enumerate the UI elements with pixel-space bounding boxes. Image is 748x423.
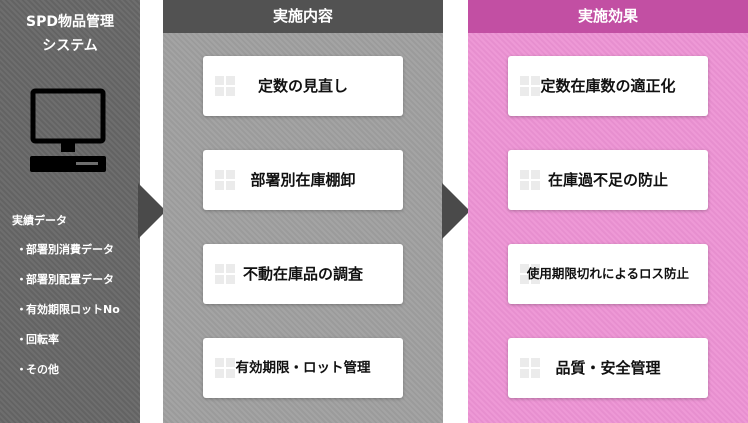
list-item: ・有効期限ロットNo bbox=[16, 303, 120, 316]
data-list: ・部署別消費データ ・部署別配置データ ・有効期限ロットNo ・回転率 ・その他 bbox=[16, 241, 120, 391]
list-item: ・部署別配置データ bbox=[16, 273, 114, 286]
grid-icon bbox=[215, 76, 237, 98]
content-column: 実施内容 定数の見直し 部署別在庫棚卸 不動在庫品の調査 有効期限・ロット管理 bbox=[163, 0, 443, 423]
system-title: SPD物品管理 システム bbox=[26, 14, 114, 54]
content-card: 部署別在庫棚卸 bbox=[203, 150, 403, 210]
grid-icon bbox=[520, 264, 542, 286]
card-label: 定数の見直し bbox=[257, 77, 348, 95]
card-label: 部署別在庫棚卸 bbox=[250, 171, 356, 189]
card-label: 定数在庫数の適正化 bbox=[540, 77, 676, 95]
spd-system-panel: SPD物品管理 システム 実績データ ・部署別消費データ ・部署別配置データ ・… bbox=[0, 0, 140, 423]
grid-icon bbox=[520, 358, 542, 380]
effect-column: 実施効果 定数在庫数の適正化 在庫過不足の防止 使用期限切れによるロス防止 品質… bbox=[468, 0, 748, 423]
effect-card: 品質・安全管理 bbox=[508, 338, 708, 398]
list-item: ・その他 bbox=[16, 363, 59, 376]
content-card: 定数の見直し bbox=[203, 56, 403, 116]
content-card: 有効期限・ロット管理 bbox=[203, 338, 403, 398]
arrow-right-icon bbox=[138, 183, 166, 239]
effect-header: 実施効果 bbox=[468, 0, 748, 33]
card-label: 使用期限切れによるロス防止 bbox=[526, 266, 690, 281]
effect-card: 定数在庫数の適正化 bbox=[508, 56, 708, 116]
card-label: 在庫過不足の防止 bbox=[547, 171, 668, 189]
content-header: 実施内容 bbox=[163, 0, 443, 33]
grid-icon bbox=[520, 170, 542, 192]
card-label: 不動在庫品の調査 bbox=[242, 265, 363, 283]
list-item: ・部署別消費データ bbox=[16, 243, 114, 256]
grid-icon bbox=[215, 170, 237, 192]
content-card: 不動在庫品の調査 bbox=[203, 244, 403, 304]
arrow-right-icon bbox=[442, 183, 470, 239]
effect-card: 使用期限切れによるロス防止 bbox=[508, 244, 708, 304]
card-label: 有効期限・ロット管理 bbox=[235, 360, 371, 376]
grid-icon bbox=[520, 76, 542, 98]
card-label: 品質・安全管理 bbox=[555, 359, 661, 377]
data-heading: 実績データ bbox=[12, 214, 67, 227]
grid-icon bbox=[215, 358, 237, 380]
grid-icon bbox=[215, 264, 237, 286]
list-item: ・回転率 bbox=[16, 333, 59, 346]
computer-monitor-icon bbox=[30, 88, 106, 172]
effect-card: 在庫過不足の防止 bbox=[508, 150, 708, 210]
